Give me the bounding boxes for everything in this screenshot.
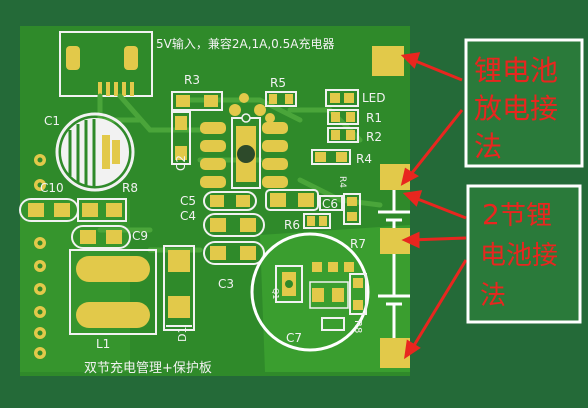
resistor-r3 xyxy=(171,91,223,111)
label-r2: R2 xyxy=(366,130,382,144)
annotation-line: 法 xyxy=(474,130,502,163)
label-c6: C6 xyxy=(322,197,338,211)
resistor-r2 xyxy=(327,127,359,143)
label-c3: C3 xyxy=(218,277,234,291)
label-r8: R8 xyxy=(122,181,138,195)
capacitor-c6 xyxy=(319,195,343,211)
inductor-l1 xyxy=(69,249,157,335)
annotation-line: 锂电池 xyxy=(474,54,558,87)
annotation-arrows xyxy=(400,52,468,360)
board-footer: 双节充电管理+保护板 xyxy=(84,360,212,376)
label-r8-small: R8 xyxy=(352,320,363,333)
resistor-r8-left xyxy=(77,198,127,222)
capacitor-c1 xyxy=(55,112,135,192)
label-r4-small: R4 xyxy=(337,176,347,188)
label-c7: C7 xyxy=(286,331,302,345)
protection-circuit xyxy=(250,232,370,352)
capacitor-c5 xyxy=(203,191,257,211)
label-r3: R3 xyxy=(184,73,200,87)
label-led: LED xyxy=(362,91,386,105)
annotation-number: 2 xyxy=(482,198,500,231)
label-q1: Q1 xyxy=(271,288,280,299)
label-l1: L1 xyxy=(96,337,110,351)
led xyxy=(325,89,359,107)
label-r1: R1 xyxy=(366,111,382,125)
label-c5: C5 xyxy=(180,194,196,208)
resistor-r7 xyxy=(343,193,361,225)
resistor-r1 xyxy=(327,109,359,125)
copper-pour-left xyxy=(20,200,130,372)
label-c10: C10 xyxy=(40,181,64,195)
capacitor-c3 xyxy=(203,241,265,265)
diode-d1 xyxy=(163,245,195,331)
resistor-r5 xyxy=(265,91,297,107)
label-d1: D1 xyxy=(176,327,189,342)
label-r4: R4 xyxy=(356,152,372,166)
board-title: 5V输入，兼容2A,1A,0.5A充电器 xyxy=(156,36,334,51)
capacitor-c9 xyxy=(71,225,131,249)
resistor-r4 xyxy=(311,149,351,165)
resistor-r8-right xyxy=(349,273,367,315)
annotation-line: 节锂 xyxy=(500,201,552,231)
resistor-mid xyxy=(265,189,319,211)
resistor-r6 xyxy=(303,213,331,229)
ic-chip xyxy=(200,113,288,189)
label-r6: R6 xyxy=(284,218,300,232)
label-c1: C1 xyxy=(44,114,60,128)
vias xyxy=(229,93,275,123)
usb-connector xyxy=(59,31,153,97)
label-c2: C2 xyxy=(174,155,188,171)
annotation-line: 法 xyxy=(480,281,506,311)
annotation-box-discharge: 锂电池 放电接 法 xyxy=(464,38,584,168)
battery-symbols xyxy=(378,190,410,338)
label-r5: R5 xyxy=(270,76,286,90)
label-c4: C4 xyxy=(180,209,196,223)
label-r7: R7 xyxy=(350,237,366,251)
capacitor-c2 xyxy=(171,111,191,165)
label-c9: C9 xyxy=(132,229,148,243)
annotation-box-two-cell: 2 节锂 电池接 法 xyxy=(466,184,582,324)
annotation-line: 电池接 xyxy=(480,241,558,271)
annotation-line: 放电接 xyxy=(474,92,558,125)
capacitor-c4 xyxy=(203,213,265,237)
